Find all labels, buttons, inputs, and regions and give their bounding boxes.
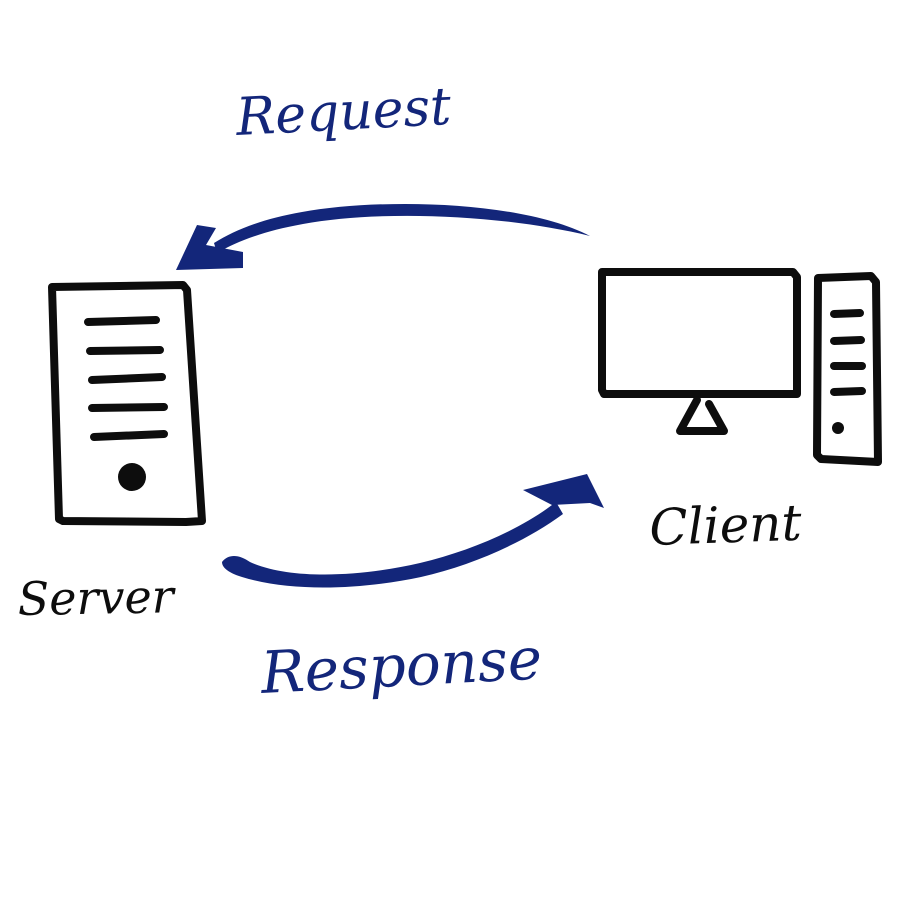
server-slot-5 — [90, 430, 168, 441]
client-tower-outline — [813, 272, 882, 466]
client-monitor-stand — [676, 396, 728, 435]
server-slot-2 — [86, 346, 164, 355]
request-arrow-shaft — [214, 203, 590, 253]
request-arrow — [176, 203, 590, 270]
client-monitor-outline — [598, 268, 801, 398]
server-node — [48, 281, 206, 526]
server-slot-3 — [88, 373, 166, 384]
client-label: Client — [648, 494, 803, 557]
request-arrowhead — [176, 225, 243, 270]
client-slot-1 — [830, 309, 864, 318]
response-arrow — [222, 474, 604, 588]
client-slot-4 — [830, 387, 866, 396]
request-label: Request — [234, 77, 453, 148]
response-arrow-shaft — [222, 502, 563, 588]
server-slot-4 — [88, 403, 168, 412]
client-slot-2 — [830, 336, 865, 345]
server-label: Server — [17, 569, 177, 626]
client-node — [598, 268, 882, 466]
client-power-dot — [832, 422, 844, 434]
response-arrowhead — [523, 474, 604, 508]
server-power-dot — [118, 463, 146, 491]
server-slot-1 — [84, 316, 160, 326]
response-label: Response — [258, 624, 543, 707]
server-tower-outline — [48, 281, 206, 526]
